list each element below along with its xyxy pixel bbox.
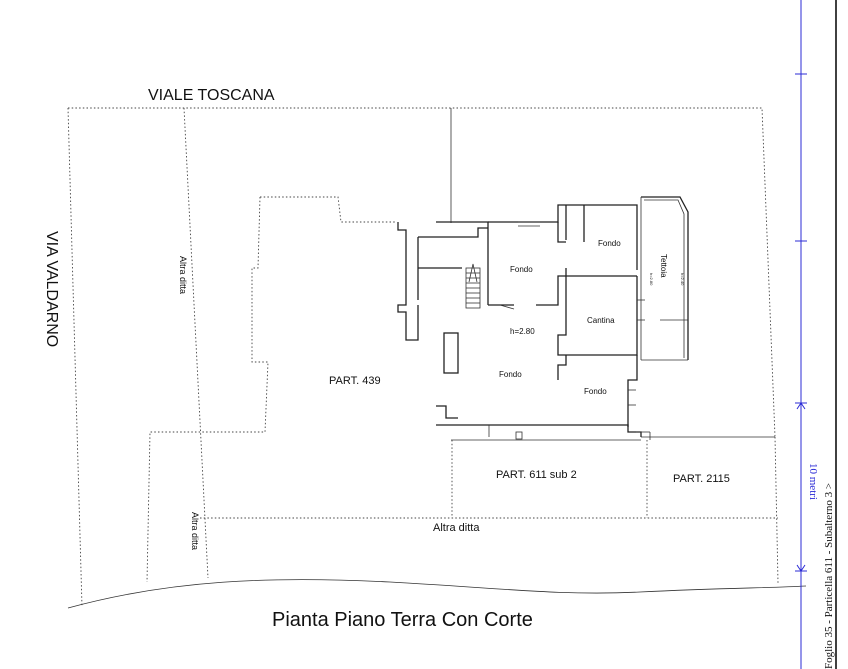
room-label-fondo: Fondo <box>499 370 522 379</box>
scale-bar <box>796 402 806 572</box>
parcel-label-2115: PART. 2115 <box>673 473 730 485</box>
altra-ditta-label: Altra ditta <box>433 522 480 534</box>
room-label-tettoia: Tettoia <box>659 254 668 278</box>
room-label-fondo: Fondo <box>584 387 607 396</box>
property-boundaries <box>67 107 779 608</box>
scale-bar-label: 10 metri <box>807 463 819 500</box>
room-label-fondo: Fondo <box>510 265 533 274</box>
drawing-title: Pianta Piano Terra Con Corte <box>272 609 533 631</box>
altra-ditta-label: Altra ditta <box>190 512 200 550</box>
altra-ditta-label: Altra ditta <box>178 256 188 294</box>
parcel-label-439: PART. 439 <box>329 375 381 387</box>
tettoia-height-label: h=2.80 <box>649 273 654 286</box>
sheet-reference: Foglio 35 - Particella 611 - Subalterno … <box>823 483 835 669</box>
bottom-border <box>67 579 807 609</box>
room-label-cantina: Cantina <box>587 316 615 325</box>
building-walls <box>397 196 689 440</box>
street-label-top: VIALE TOSCANA <box>148 87 275 104</box>
courtyard-boundary <box>450 108 775 441</box>
tettoia-height-label: h=2.40 <box>680 273 685 286</box>
room-label-height: h=2.80 <box>510 327 535 336</box>
room-label-fondo: Fondo <box>598 239 621 248</box>
street-label-left: VIA VALDARNO <box>43 231 60 347</box>
parcel-label-611: PART. 611 sub 2 <box>496 469 577 481</box>
